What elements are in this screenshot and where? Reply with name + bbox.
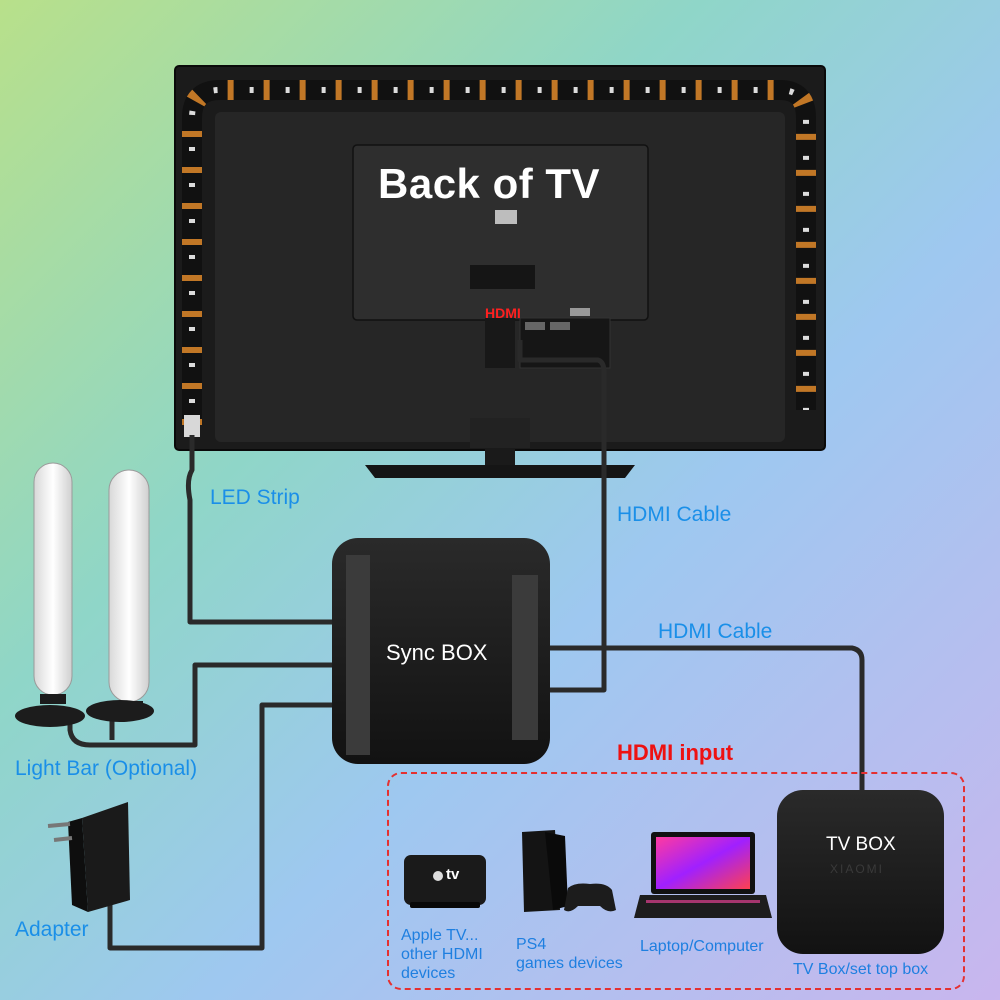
apple-tv-logo: tv xyxy=(446,866,460,883)
light-bar-left xyxy=(15,462,85,727)
device-label-line: games devices xyxy=(516,955,623,972)
device-label-line: other HDMI xyxy=(401,946,483,963)
apple-tv-device xyxy=(404,855,486,908)
hdmi-input-group xyxy=(387,772,965,990)
ps4-device xyxy=(522,830,616,912)
device-label-line: Apple TV... xyxy=(401,927,479,944)
hdmi-cable-label-right: HDMI Cable xyxy=(658,620,773,643)
power-adapter xyxy=(47,802,130,912)
adapter-label: Adapter xyxy=(15,918,89,941)
device-label-line: TV Box/set top box xyxy=(793,961,929,978)
device-label-tv-box: TV Box/set top box xyxy=(793,960,928,979)
light-bar-label: Light Bar (Optional) xyxy=(15,757,198,780)
led-strip xyxy=(182,80,816,437)
laptop-device xyxy=(634,832,772,918)
device-label-ps4: PS4 games devices xyxy=(516,935,623,973)
tv-box-title: TV BOX xyxy=(826,834,896,855)
device-label-laptop: Laptop/Computer xyxy=(640,937,764,956)
tv-back xyxy=(174,65,826,478)
cables xyxy=(67,340,865,951)
hdmi-cable-label-top: HDMI Cable xyxy=(617,503,732,526)
light-bar-right xyxy=(86,469,154,722)
tv-box-brand: XIAOMI xyxy=(830,862,885,876)
sync-box-title: Sync BOX xyxy=(386,640,488,665)
device-label-line: PS4 xyxy=(516,936,547,953)
hdmi-input-title: HDMI input xyxy=(617,740,734,765)
tv-box xyxy=(777,790,944,954)
tv-title: Back of TV xyxy=(378,160,601,207)
device-label-apple-tv: Apple TV... other HDMI devices xyxy=(401,926,483,983)
device-label-line: devices xyxy=(401,965,456,982)
sync-box xyxy=(332,538,550,764)
device-label-line: Laptop/Computer xyxy=(640,938,764,955)
hdmi-port-label: HDMI xyxy=(485,305,521,321)
led-strip-label: LED Strip xyxy=(210,486,300,509)
